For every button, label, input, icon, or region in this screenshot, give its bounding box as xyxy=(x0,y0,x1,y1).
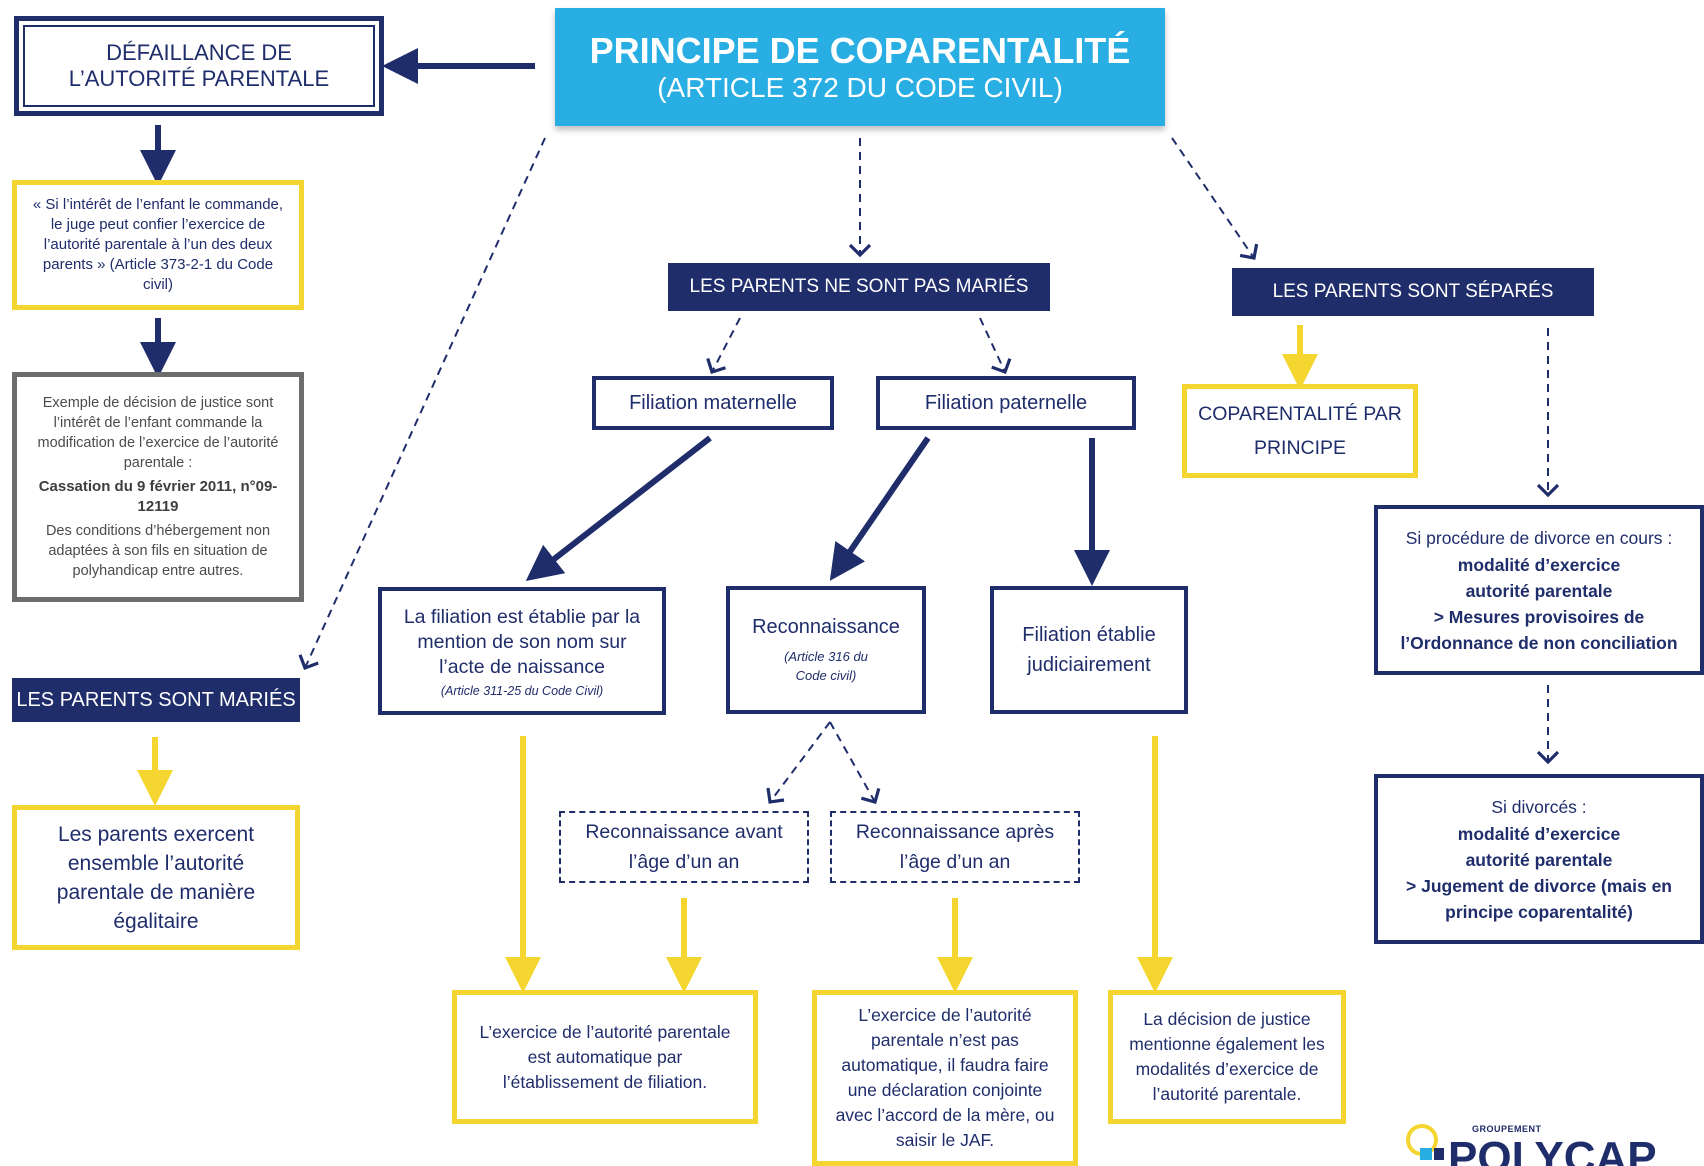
title-box: PRINCIPE DE COPARENTALITÉ (ARTICLE 372 D… xyxy=(555,8,1165,126)
not-married-header: LES PARENTS NE SONT PAS MARIÉS xyxy=(668,263,1050,311)
divorce-en-cours-b3: > Mesures provisoires de xyxy=(1433,606,1645,627)
judiciaire-text: Filiation établie judiciairement xyxy=(1022,624,1156,676)
mention-text: La filiation est établie par la mention … xyxy=(403,605,641,678)
title-line2: (ARTICLE 372 DU CODE CIVIL) xyxy=(657,72,1063,103)
divorce-en-cours-b1: modalité d’exercice xyxy=(1457,554,1621,575)
apres-text: Reconnaissance après l’âge d’un an xyxy=(855,821,1055,873)
maries-label: LES PARENTS SONT MARIÉS xyxy=(16,688,296,711)
mention-box: La filiation est établie par la mention … xyxy=(378,587,666,715)
example-detail: Des conditions d’hébergement non adaptée… xyxy=(45,523,271,579)
logo-big-text: POLYCAP xyxy=(1448,1133,1657,1166)
result-auto-box: L’exercice de l’autorité parentale est a… xyxy=(452,990,758,1124)
defaillance-inner: DÉFAILLANCE DE L’AUTORITÉ PARENTALE xyxy=(23,25,375,107)
defaillance-line2: L’AUTORITÉ PARENTALE xyxy=(68,66,330,91)
dash-notmarried-to-maternelle xyxy=(706,317,741,375)
dash-reconnaissance-to-apres xyxy=(829,721,881,804)
defaillance-box: DÉFAILLANCE DE L’AUTORITÉ PARENTALE xyxy=(14,16,384,116)
maternelle-box: Filiation maternelle xyxy=(592,376,834,430)
example-case: Cassation du 9 février 2011, n°09-12119 xyxy=(38,478,278,515)
maries-header: LES PARENTS SONT MARIÉS xyxy=(12,678,300,722)
maries-result-text: Les parents exercent ensemble l’autorité… xyxy=(56,822,256,933)
logo-small-text: GROUPEMENT xyxy=(1472,1124,1542,1134)
divorce-en-cours-intro: Si procédure de divorce en cours : xyxy=(1405,527,1673,548)
reconnaissance-title: Reconnaissance xyxy=(752,615,900,638)
example-box: Exemple de décision de justice sont l’in… xyxy=(12,372,304,602)
divorces-b1: modalité d’exercice xyxy=(1457,823,1621,844)
divorces-b4: principe coparentalité) xyxy=(1445,901,1633,922)
paternelle-box: Filiation paternelle xyxy=(876,376,1136,430)
mention-ref: (Article 311-25 du Code Civil) xyxy=(440,683,604,698)
separes-header: LES PARENTS SONT SÉPARÉS xyxy=(1232,268,1594,316)
arrow-paternelle-to-reconnaissance xyxy=(829,436,931,581)
polycap-logo: GROUPEMENT POLYCAP xyxy=(1404,1118,1704,1166)
divorces-intro: Si divorcés : xyxy=(1491,796,1587,817)
example-intro: Exemple de décision de justice sont l’in… xyxy=(37,395,279,471)
quote-text: « Si l’intérêt de l’enfant le commande, … xyxy=(32,196,284,293)
divorces-b2: autorité parentale xyxy=(1465,849,1613,870)
result-not-auto-text: L’exercice de l’autorité parentale n’est… xyxy=(835,1005,1055,1150)
dash-title-to-separes xyxy=(1171,137,1259,260)
result-justice-box: La décision de justice mentionne égaleme… xyxy=(1108,990,1346,1124)
quote-box: « Si l’intérêt de l’enfant le commande, … xyxy=(12,180,304,310)
logo-mark-icon xyxy=(1406,1124,1444,1160)
reconnaissance-box: Reconnaissance (Article 316 du Code civi… xyxy=(726,586,926,714)
separes-label: LES PARENTS SONT SÉPARÉS xyxy=(1272,281,1554,302)
dash-notmarried-to-paternelle xyxy=(979,317,1012,375)
not-married-label: LES PARENTS NE SONT PAS MARIÉS xyxy=(689,276,1029,297)
avant-text: Reconnaissance avant l’âge d’un an xyxy=(585,821,783,873)
paternelle-label: Filiation paternelle xyxy=(924,391,1088,414)
divorce-en-cours-b2: autorité parentale xyxy=(1465,580,1613,601)
maternelle-label: Filiation maternelle xyxy=(629,391,797,414)
coparentalite-box: COPARENTALITÉ PAR PRINCIPE xyxy=(1182,384,1418,478)
result-not-auto-box: L’exercice de l’autorité parentale n’est… xyxy=(812,990,1078,1166)
coparentalite-text: COPARENTALITÉ PAR PRINCIPE xyxy=(1198,403,1402,459)
divorce-en-cours-b4: l’Ordonnance de non conciliation xyxy=(1400,632,1678,653)
maries-result-box: Les parents exercent ensemble l’autorité… xyxy=(12,805,300,950)
result-auto-text: L’exercice de l’autorité parentale est a… xyxy=(479,1021,731,1092)
arrow-maternelle-to-mention xyxy=(525,435,712,582)
avant-box: Reconnaissance avant l’âge d’un an xyxy=(559,811,809,883)
dash-reconnaissance-to-avant xyxy=(766,721,831,804)
divorce-en-cours-box: Si procédure de divorce en cours : modal… xyxy=(1374,505,1704,675)
divorces-box: Si divorcés : modalité d’exercice autori… xyxy=(1374,774,1704,944)
reconnaissance-ref: (Article 316 du Code civil) xyxy=(784,648,868,683)
result-justice-text: La décision de justice mentionne égaleme… xyxy=(1129,1009,1325,1104)
judiciaire-box: Filiation établie judiciairement xyxy=(990,586,1188,714)
defaillance-line1: DÉFAILLANCE DE xyxy=(106,40,292,65)
apres-box: Reconnaissance après l’âge d’un an xyxy=(830,811,1080,883)
divorces-b3: > Jugement de divorce (mais en xyxy=(1406,875,1672,896)
title-line1: PRINCIPE DE COPARENTALITÉ xyxy=(589,30,1131,71)
